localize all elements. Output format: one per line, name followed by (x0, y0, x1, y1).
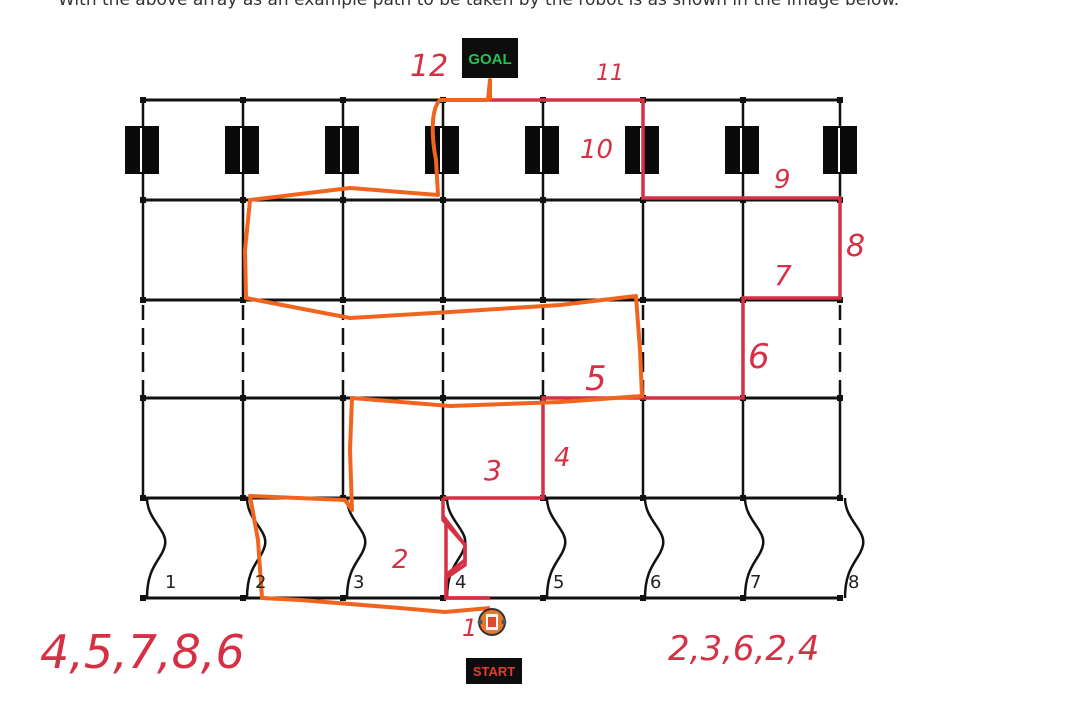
column-label: 3 (353, 572, 364, 593)
step-label: 1 (462, 614, 477, 642)
step-label: 8 (846, 229, 865, 264)
column-label: 8 (848, 572, 859, 593)
grid-horizontal-lines (143, 98, 842, 600)
goal-marker: GOAL (462, 38, 518, 78)
caption-text: With the above array as an example path … (58, 0, 900, 10)
orange-path (243, 78, 644, 614)
column-label: 5 (553, 572, 564, 593)
column-labels: 1 2 3 4 5 6 7 8 (165, 572, 859, 593)
step-label: 10 (580, 135, 613, 165)
goal-label: GOAL (468, 51, 511, 68)
left-sequence: 4,5,7,8,6 (40, 625, 245, 679)
robot-icon (477, 608, 507, 636)
step-label: 11 (596, 61, 624, 86)
column-label: 2 (255, 572, 266, 593)
start-label: START (473, 664, 515, 679)
red-path-bottom (441, 498, 490, 600)
step-label: 7 (774, 259, 792, 292)
column-label: 4 (455, 572, 466, 593)
start-marker: START (466, 658, 522, 684)
step-label: 3 (484, 454, 502, 487)
right-sequence: 2,3,6,2,4 (668, 629, 819, 669)
step-label: 12 (410, 49, 448, 84)
column-label: 7 (750, 572, 761, 593)
step-label: 6 (748, 337, 770, 377)
column-label: 6 (650, 572, 661, 593)
column-label: 1 (165, 572, 176, 593)
step-label: 4 (554, 443, 571, 473)
gate-blocks (125, 126, 857, 174)
gate-block-splits (140, 128, 840, 172)
step-label: 2 (392, 545, 409, 575)
step-label: 9 (774, 165, 791, 195)
step-label: 5 (585, 359, 607, 399)
step-labels: 1 2 3 4 5 6 7 8 9 10 11 12 (392, 49, 865, 642)
